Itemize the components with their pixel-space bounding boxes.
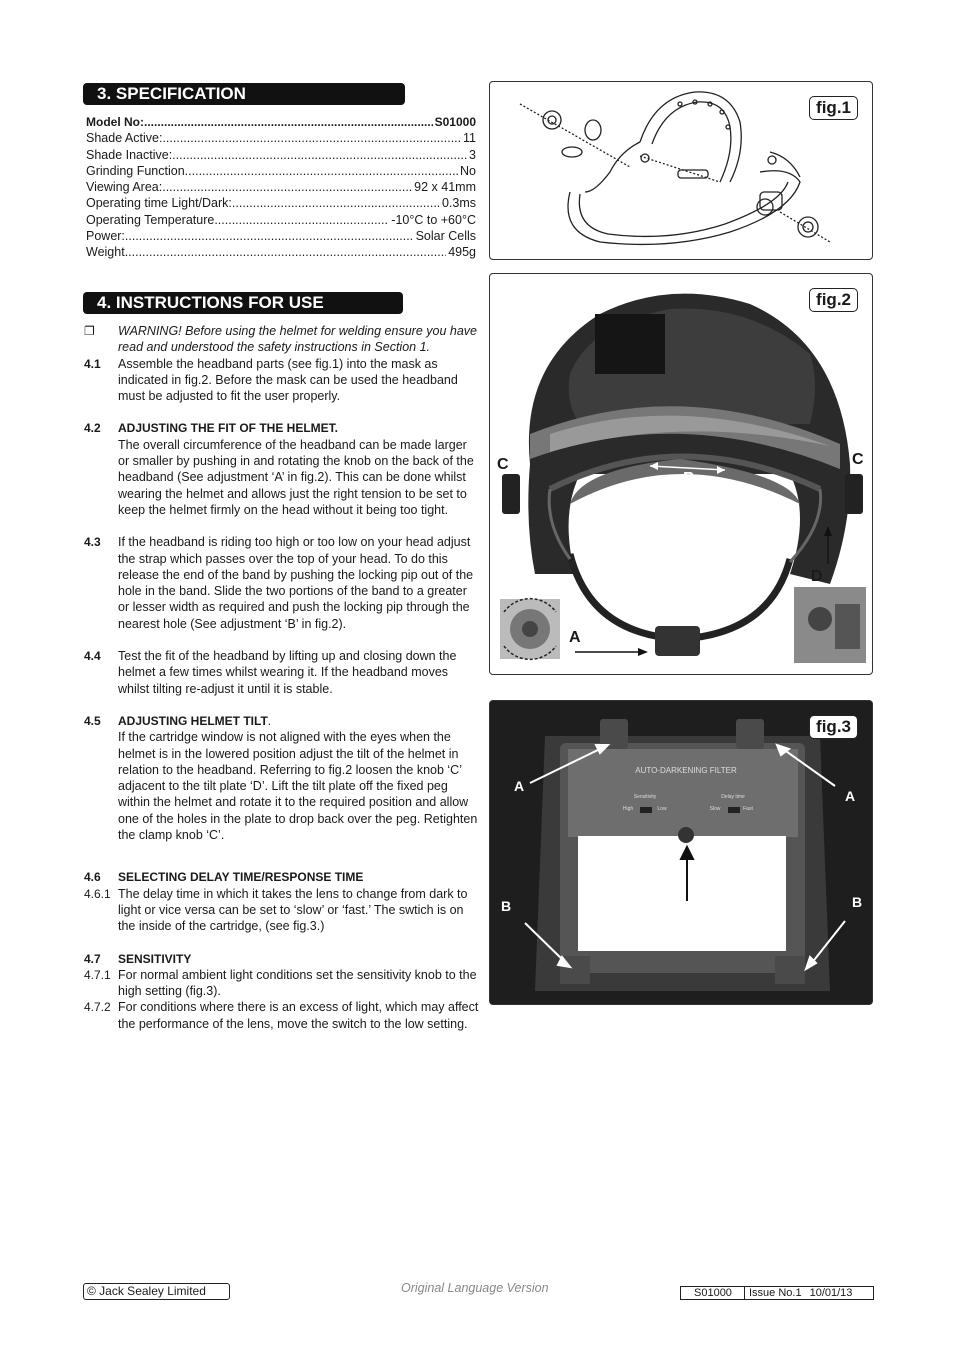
label-b-left: B — [501, 898, 512, 914]
paragraph-text: The delay time in which it takes the len… — [118, 886, 468, 934]
paragraph-number: 4.1 — [84, 356, 101, 371]
paragraph-4-3: 4.3 If the headband is riding too high o… — [84, 534, 480, 632]
spec-row-shade-inactive: Shade Inactive: 3 — [86, 147, 476, 163]
paragraph-text: Assemble the headband parts (see fig.1) … — [118, 356, 458, 404]
paragraph-4-6-1: 4.6.1 The delay time in which it takes t… — [84, 886, 480, 935]
paragraph-4-7-2: 4.7.2 For conditions where there is an e… — [84, 999, 480, 1032]
paragraph-text: For conditions where there is an excess … — [118, 1000, 479, 1031]
warning-text: WARNING! Before using the helmet for wel… — [118, 324, 477, 355]
low-label: Low — [657, 806, 667, 812]
spec-value: 0.3ms — [441, 196, 476, 211]
label-d: D — [811, 568, 823, 585]
paragraph-heading: SENSITIVITY — [118, 951, 192, 966]
figure-1-label: fig.1 — [809, 96, 858, 120]
headband-assembly-diagram — [519, 91, 831, 246]
spec-value: 3 — [469, 147, 476, 162]
spec-row-shade-active: Shade Active: 11 — [86, 130, 476, 146]
spec-row-grinding: Grinding Function No — [86, 163, 476, 179]
spec-value: S01000 — [434, 115, 476, 129]
paragraph-4-5-heading: 4.5 ADJUSTING HELMET TILT. — [84, 713, 272, 728]
fast-label: Fast — [743, 806, 753, 812]
figure-2: fig.2 C C B D A — [489, 273, 873, 675]
paragraph-text: Test the fit of the headband by lifting … — [118, 649, 457, 696]
specification-heading: 3. SPECIFICATION — [83, 83, 405, 105]
delay-label: Delay time — [721, 794, 745, 800]
paragraph-4-6-heading: 4.6 SELECTING DELAY TIME/RESPONSE TIME — [84, 869, 480, 885]
spec-value: 11 — [463, 131, 476, 146]
spec-row-power: Power: Solar Cells — [86, 228, 476, 244]
paragraph-4-4: 4.4 Test the fit of the headband by lift… — [84, 648, 480, 697]
paragraph-4-2-heading: 4.2 ADJUSTING THE FIT OF THE HELMET. — [84, 420, 480, 436]
paragraph-text: The overall circumference of the headban… — [118, 437, 474, 517]
spec-label: Weight — [86, 245, 125, 260]
footer-issue: Issue No.1 — [749, 1287, 802, 1299]
footer-date: 10/01/13 — [809, 1287, 853, 1299]
slow-label: Slow — [710, 806, 721, 812]
label-a-left: A — [514, 778, 525, 794]
spec-row-viewing-area: Viewing Area: 92 x 41mm — [86, 179, 476, 195]
spec-row-model: Model No: S01000 — [86, 114, 476, 130]
label-b: B — [683, 470, 695, 487]
spec-row-operating-time: Operating time Light/Dark: 0.3ms — [86, 195, 476, 211]
paragraph-4-5: If the cartridge window is not aligned w… — [84, 729, 480, 843]
paragraph-number: 4.2 — [84, 421, 101, 436]
spec-value: -10°C to +60°C — [391, 212, 476, 227]
specification-list: Model No: S01000 Shade Active: 11 Shade I… — [86, 114, 476, 261]
spec-row-operating-temp: Operating Temperature -10°C to +60°C — [86, 212, 476, 228]
paragraph-number: 4.7.2 — [84, 1000, 111, 1015]
spec-label: Shade Inactive: — [86, 147, 173, 162]
spec-label: Viewing Area: — [86, 180, 163, 195]
label-c-left: C — [497, 456, 509, 473]
paragraph-number: 4.4 — [84, 649, 101, 664]
spec-label: Grinding Function — [86, 163, 185, 178]
label-b-right: B — [852, 894, 863, 910]
figure-3: AUTO-DARKENING FILTER Sensitivity High L… — [489, 700, 873, 1005]
paragraph-number: 4.6 — [84, 870, 101, 885]
paragraph-number: 4.5 — [84, 713, 101, 728]
spec-label: Model No: — [86, 115, 144, 129]
spec-value: No — [460, 163, 476, 178]
spec-value: 495g — [448, 245, 476, 260]
helmet-headband-photo — [500, 293, 866, 663]
spec-value: Solar Cells — [415, 229, 476, 244]
paragraph-4-7-heading: 4.7 SENSITIVITY — [84, 951, 480, 967]
instructions-heading: 4. INSTRUCTIONS FOR USE — [83, 292, 403, 314]
footer-model: S01000 — [681, 1287, 745, 1299]
label-a: A — [569, 629, 581, 646]
spec-value: 92 x 41mm — [414, 180, 476, 195]
paragraph-number: 4.6.1 — [84, 886, 111, 901]
figure-3-label: fig.3 — [809, 715, 858, 739]
paragraph-heading: SELECTING DELAY TIME/RESPONSE TIME — [118, 870, 364, 885]
spec-row-weight: Weight 495g — [86, 244, 476, 260]
filter-title: AUTO-DARKENING FILTER — [635, 766, 737, 775]
spec-label: Shade Active: — [86, 131, 163, 146]
label-a-right: A — [845, 788, 856, 804]
footer-language: Original Language Version — [401, 1281, 549, 1295]
paragraph-4-7-1: 4.7.1 For normal ambient light condition… — [84, 967, 480, 1000]
paragraph-4-2: The overall circumference of the headban… — [84, 437, 480, 518]
paragraph-4-1: 4.1 Assemble the headband parts (see fig… — [84, 356, 480, 405]
cartridge-photo: AUTO-DARKENING FILTER Sensitivity High L… — [490, 701, 872, 1004]
warning-bullet-icon: ❐ — [84, 324, 95, 338]
warning-paragraph: ❐ WARNING! Before using the helmet for w… — [84, 323, 480, 356]
paragraph-text: If the headband is riding too high or to… — [118, 535, 474, 631]
paragraph-text: For normal ambient light conditions set … — [118, 967, 477, 999]
footer-copyright: © Jack Sealey Limited — [83, 1283, 230, 1300]
paragraph-heading: ADJUSTING THE FIT OF THE HELMET. — [118, 421, 339, 436]
paragraph-number: 4.7 — [84, 951, 101, 966]
instructions-body: ❐ WARNING! Before using the helmet for w… — [84, 323, 480, 1032]
paragraph-text: If the cartridge window is not aligned w… — [118, 730, 478, 843]
high-label: High — [623, 806, 634, 812]
spec-label: Power: — [86, 229, 125, 244]
sensitivity-label: Sensitivity — [634, 794, 657, 800]
spec-label: Operating time Light/Dark: — [86, 196, 232, 211]
label-c-right: C — [852, 451, 864, 468]
footer-issue-box: S01000 Issue No.1 10/01/13 — [680, 1286, 874, 1300]
paragraph-number: 4.3 — [84, 535, 101, 550]
figure-1: fig.1 — [489, 81, 873, 260]
figure-2-label: fig.2 — [809, 288, 858, 312]
paragraph-heading: ADJUSTING HELMET TILT — [118, 713, 268, 728]
paragraph-number: 4.7.1 — [84, 967, 111, 982]
spec-label: Operating Temperature — [86, 212, 215, 227]
